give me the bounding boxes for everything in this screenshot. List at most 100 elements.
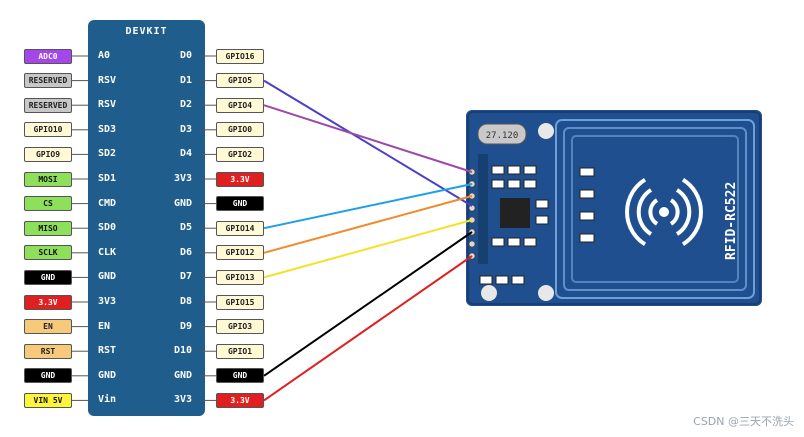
smd-component: [507, 237, 521, 247]
wire: [263, 104, 473, 173]
right-pin-function-badge: GND: [216, 196, 264, 212]
mounting-hole-bottom-right: [538, 285, 554, 301]
left-pin-function-badge: GND: [24, 269, 72, 285]
left-pin-label: RSV: [98, 74, 117, 86]
left-pin-label: SD1: [98, 173, 117, 184]
left-pin-function-badge: MISO: [24, 220, 72, 236]
right-pin-label: D5: [179, 222, 192, 234]
right-pin-label: D9: [179, 320, 192, 332]
antenna-trace-inner: [571, 135, 739, 283]
smd-capacitor: [579, 167, 595, 177]
right-pin-function-badge: GPIO1: [216, 343, 264, 359]
rf-wave-arc: [669, 198, 680, 226]
wire: [263, 255, 473, 402]
rfid-header-pin: [468, 204, 476, 212]
left-pin-function-badge: RESERVED: [24, 73, 72, 89]
left-pin-function-badge: ADC0: [24, 48, 72, 64]
right-pin-label: D6: [179, 246, 192, 258]
smd-capacitor: [579, 211, 595, 221]
right-pin-label: D8: [179, 296, 192, 307]
left-pin-function-badge: EN: [24, 319, 72, 335]
smd-component: [523, 165, 537, 175]
left-pin-function-badge: VIN 5V: [24, 392, 72, 408]
left-pin-label: SD3: [98, 123, 117, 135]
right-pin-label: GND: [173, 369, 192, 381]
left-pin-function-badge: 3.3V: [24, 294, 72, 310]
right-pin-function-badge: GPIO15: [216, 294, 264, 310]
rf-wave-arc: [681, 178, 703, 246]
left-pin-label: CLK: [98, 246, 117, 258]
right-pin-function-badge: GPIO3: [216, 319, 264, 335]
smd-component: [507, 165, 521, 175]
right-pin-label: GND: [173, 197, 192, 209]
smd-component: [523, 237, 537, 247]
left-pin-function-badge: RST: [24, 343, 72, 359]
left-pin-label: A0: [98, 50, 111, 61]
left-pin-function-badge: CS: [24, 196, 72, 212]
smd-capacitor: [579, 189, 595, 199]
rfid-pcb-edge: [467, 111, 761, 305]
smd-component: [523, 179, 537, 189]
rf-wave-center: [659, 207, 669, 217]
left-pin-function-badge: SCLK: [24, 245, 72, 261]
rf-wave-arc: [648, 198, 659, 226]
rf-symbol: [625, 178, 703, 246]
left-pin-label: Vin: [98, 394, 117, 406]
left-pin-label: 3V3: [98, 296, 117, 307]
mfrc522-chip: [500, 198, 530, 228]
left-pin-function-badge: MOSI: [24, 171, 72, 187]
rfid-pcb: [466, 110, 762, 306]
smd-component: [491, 165, 505, 175]
right-pin-function-badge: GPIO16: [216, 48, 264, 64]
left-pin-function-badge: GPIO9: [24, 146, 72, 162]
right-pin-function-badge: GPIO14: [216, 220, 264, 236]
rfid-module: 27.120 RFID-RC522: [466, 110, 762, 306]
left-pin-label: SD0: [98, 222, 117, 234]
board-title: DEVKIT: [125, 26, 168, 37]
right-pin-label: D3: [179, 123, 192, 135]
right-pin-function-badge: GPIO4: [216, 97, 264, 113]
left-pin-label: GND: [98, 271, 117, 283]
right-pin-label: D2: [179, 99, 192, 111]
watermark: CSDN @三天不洗头: [693, 415, 794, 428]
right-pin-function-badge: GPIO2: [216, 146, 264, 162]
smd-component: [491, 179, 505, 189]
right-pin-function-badge: GPIO12: [216, 245, 264, 261]
left-pin-label: EN: [98, 320, 111, 332]
smd-component: [495, 275, 509, 285]
right-pin-label: 3V3: [173, 173, 192, 184]
right-pin-label: D1: [179, 74, 192, 86]
right-pin-function-badge: 3.3V: [216, 392, 264, 408]
right-pin-label: D10: [173, 345, 192, 357]
smd-component: [479, 275, 493, 285]
rf-wave-arc: [625, 178, 647, 246]
left-pin-label: CMD: [98, 197, 117, 209]
rfid-model-label: RFID-RC522: [724, 182, 739, 260]
wire: [263, 79, 473, 207]
smd-component: [535, 215, 549, 225]
smd-capacitor: [579, 233, 595, 243]
wire: [263, 219, 473, 279]
smd-component: [507, 179, 521, 189]
crystal-oscillator: [477, 123, 527, 145]
header-strip: [478, 154, 488, 264]
right-pin-label: D4: [179, 148, 192, 160]
crystal-label: 27.120: [486, 131, 519, 141]
right-pin-function-badge: GPIO13: [216, 269, 264, 285]
rfid-header-pin: [468, 240, 476, 248]
wire: [263, 195, 473, 254]
left-pin-label: GND: [98, 369, 117, 381]
left-pin-label: RSV: [98, 99, 117, 111]
right-pin-function-badge: 3.3V: [216, 171, 264, 187]
wire: [263, 231, 473, 377]
antenna-trace-middle: [563, 127, 747, 291]
antenna-trace-outer: [555, 119, 755, 299]
rf-wave-arc: [636, 188, 653, 236]
right-pin-label: 3V3: [173, 394, 192, 406]
left-pin-label: SD2: [98, 148, 117, 160]
right-pin-label: D7: [179, 271, 192, 283]
rf-wave-arc: [675, 188, 692, 236]
right-pin-label: D0: [179, 50, 192, 61]
left-pin-function-badge: RESERVED: [24, 97, 72, 113]
